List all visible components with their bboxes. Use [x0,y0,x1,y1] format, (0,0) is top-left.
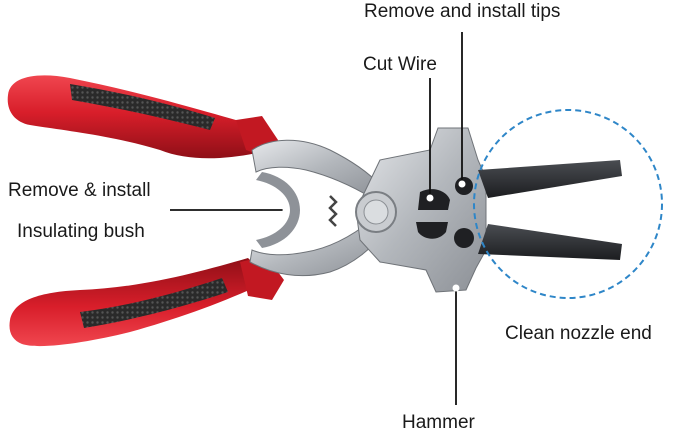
lower-handle-grip [80,278,228,328]
label-clean-nozzle-end: Clean nozzle end [505,323,652,344]
insulating-bush-jaw-opening [256,172,300,248]
dot-cut-wire [426,194,434,202]
label-remove-install-tips: Remove and install tips [364,1,561,22]
lower-handle [9,256,284,347]
label-remove-install: Remove & install [8,180,151,201]
upper-jaw [478,160,622,198]
dot-tips [458,180,466,188]
upper-handle-grip [70,84,215,130]
label-insulating-bush: Insulating bush [17,221,145,242]
lower-jaw [478,224,622,260]
leader-dots [282,180,466,292]
spring [328,195,338,227]
cut-wire-notch [418,189,450,210]
cut-wire-notch-lower [416,222,448,239]
upper-handle-red [7,75,271,159]
clean-nozzle-callout-circle [473,109,663,299]
label-cut-wire: Cut Wire [363,54,437,75]
leader-lines [170,32,463,405]
label-hammer: Hammer [402,412,475,433]
dot-hammer [452,284,460,292]
dot-insulating-bush [282,206,290,214]
pivot-rivet-inner [363,199,389,225]
nozzle-jaws [478,160,622,260]
tip-hole-lower [454,228,474,248]
upper-steel-arm [251,139,381,199]
upper-handle [7,75,278,159]
steel-body [249,127,487,293]
